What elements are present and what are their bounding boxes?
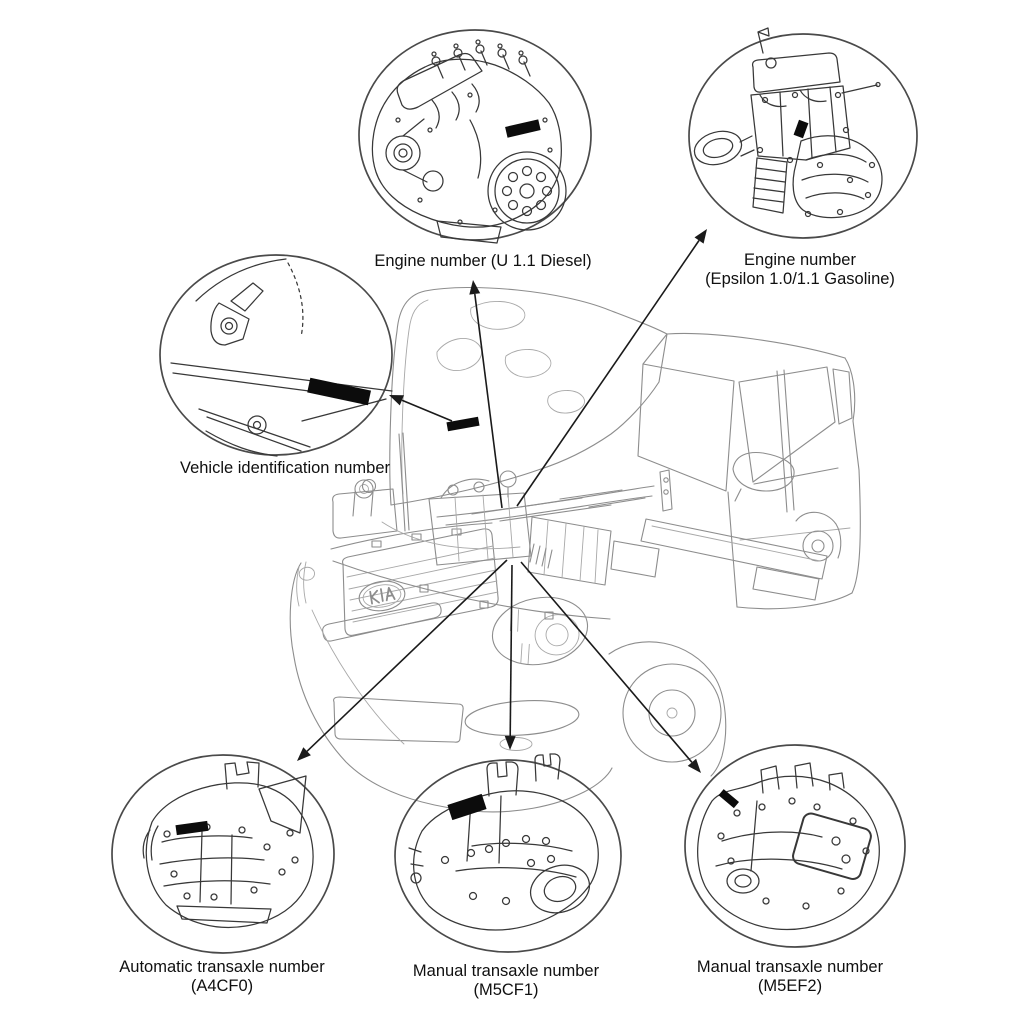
flywheel [487,151,567,231]
callout-label-engine-gasoline: Engine number (Epsilon 1.0/1.1 Gasoline) [650,251,950,289]
wipers-and-cowl [436,469,673,526]
front-fascia [289,522,727,813]
callout-circle-manual-transaxle-m5cf1 [394,753,622,953]
engine-bay [332,416,828,620]
callout-label-vin: Vehicle identification number [135,459,435,478]
label-line: (M5CF1) [473,981,539,999]
callout-circle-engine-diesel [358,29,592,244]
engine-mount-bracket [792,812,872,881]
front-wheel [608,641,727,777]
callout-label-manual-transaxle-m5ef2: Manual transaxle number (M5EF2) [640,958,940,996]
arrow-engine-gasoline [516,229,707,507]
label-line: Manual transaxle number [412,962,600,980]
callout-circle-automatic-transaxle [111,754,335,954]
arrow-automatic-transaxle [297,559,508,761]
engine-number-marker-gasoline [793,119,809,139]
callout-label-engine-diesel: Engine number (U 1.1 Diesel) [303,252,663,271]
transaxle-number-marker-a4cf0 [175,820,209,836]
vin-plate-marker [307,377,371,406]
label-line: (Epsilon 1.0/1.1 Gasoline) [705,270,895,288]
manual-transaxle-m5ef2-drawing [697,762,880,931]
arrow-engine-diesel [469,280,503,509]
callout-label-automatic-transaxle: Automatic transaxle number (A4CF0) [72,958,372,996]
vin-plate-marker-on-cowl [446,416,480,432]
label-line: Manual transaxle number [696,958,884,976]
side-mirror [732,451,795,502]
callout-arrows [297,229,707,773]
cabin-and-body [436,332,861,610]
callout-circle-vin [159,254,393,457]
manual-transaxle-m5cf1-drawing [408,753,599,931]
kia-badge [358,580,406,612]
arrow-manual-transaxle-m5cf1 [504,564,516,750]
arrow-manual-transaxle-m5ef2 [520,561,701,773]
label-line: Engine number (U 1.1 Diesel) [374,252,592,270]
open-hood [389,286,668,532]
transaxle-number-marker-m5ef2 [718,789,739,809]
label-line: (M5EF2) [757,977,823,995]
callout-circle-engine-gasoline [688,27,918,239]
transaxle-number-marker-m5cf1 [447,793,487,821]
vin-location-drawing [170,258,393,457]
automatic-transaxle-drawing [142,761,314,929]
front-grille [342,528,499,636]
engine-number-marker-diesel [505,119,541,138]
diesel-engine-drawing [371,39,567,244]
callout-circle-manual-transaxle-m5ef2 [684,744,906,948]
label-line: Vehicle identification number [179,459,391,477]
label-line: Engine number [744,251,856,269]
label-line: Automatic transaxle number [119,958,325,976]
car-illustration [289,286,861,813]
gasoline-engine-drawing [693,27,883,219]
callout-label-manual-transaxle-m5cf1: Manual transaxle number (M5CF1) [356,962,656,1000]
label-line: (A4CF0) [190,977,254,995]
headlight [491,596,589,666]
arrow-vin [389,395,453,422]
